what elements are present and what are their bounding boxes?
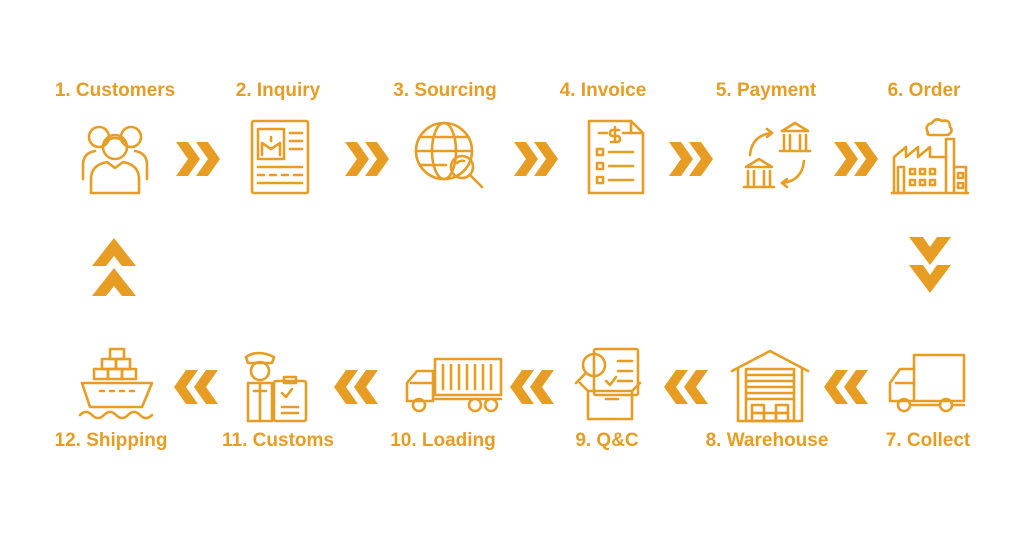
factory-icon <box>890 117 970 202</box>
chevron-left-icon <box>172 370 218 409</box>
chevron-right-icon <box>669 142 715 181</box>
step-collect: 7. Collect <box>853 430 1003 452</box>
warehouse-icon <box>730 345 810 430</box>
step-customers: 1. Customers <box>40 80 190 102</box>
step-label: 8. Warehouse <box>705 430 829 451</box>
chevron-right-icon <box>345 142 391 181</box>
cargo-ship-icon <box>78 345 158 430</box>
step-label: 6. Order <box>887 80 961 101</box>
step-shipping: 12. Shipping <box>36 430 186 452</box>
step-customs: 11. Customs <box>203 430 353 452</box>
chevron-left-icon <box>508 370 554 409</box>
globe-search-icon <box>410 117 490 202</box>
chevron-left-icon <box>662 370 708 409</box>
step-label: 3. Sourcing <box>393 80 497 101</box>
step-qc: 9. Q&C <box>532 430 682 452</box>
step-label: 12. Shipping <box>54 430 168 451</box>
delivery-truck-icon <box>888 345 968 430</box>
container-truck-icon <box>405 345 505 430</box>
inspection-box-icon <box>570 345 650 430</box>
step-label: 11. Customs <box>222 430 334 451</box>
chevron-right-icon <box>514 142 560 181</box>
chevron-left-icon <box>332 370 378 409</box>
step-label: 7. Collect <box>885 430 971 451</box>
step-payment: 5. Payment <box>691 80 841 102</box>
step-label: 9. Q&C <box>575 430 639 451</box>
step-inquiry: 2. Inquiry <box>203 80 353 102</box>
step-label: 1. Customers <box>54 80 176 101</box>
chevron-left-icon <box>822 370 868 409</box>
step-label: 2. Inquiry <box>235 80 321 101</box>
step-order: 6. Order <box>849 80 999 102</box>
chevron-right-icon <box>834 142 880 181</box>
inquiry-document-icon <box>240 117 320 202</box>
step-label: 4. Invoice <box>559 80 647 101</box>
step-sourcing: 3. Sourcing <box>370 80 520 102</box>
chevron-up-icon <box>92 238 136 303</box>
chevron-down-icon <box>909 237 951 302</box>
invoice-icon <box>575 117 655 202</box>
step-warehouse: 8. Warehouse <box>692 430 842 452</box>
step-invoice: 4. Invoice <box>528 80 678 102</box>
customers-icon <box>75 117 155 202</box>
step-label: 10. Loading <box>390 430 496 451</box>
step-label: 5. Payment <box>715 80 817 101</box>
bank-transfer-icon <box>738 117 818 202</box>
chevron-right-icon <box>176 142 222 181</box>
customs-officer-icon <box>240 345 320 430</box>
step-loading: 10. Loading <box>368 430 518 452</box>
